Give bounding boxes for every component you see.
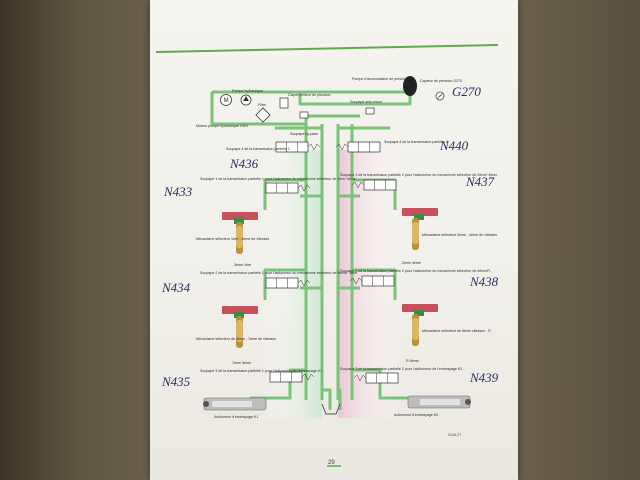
pump-arrow-icon [243, 96, 249, 101]
label-soupape3-t2: Soupape 3 de la transmission partielle 2… [340, 367, 463, 371]
valve-n435 [269, 371, 315, 383]
valve-n434 [265, 277, 311, 289]
label-soupape-bypass: Soupape by-pass [290, 132, 318, 136]
label-soupape4-t2: Soupape 4 de la transmission partielle 2 [384, 140, 448, 144]
label-act-k1: Actionneur d'embrayage K1 [214, 415, 258, 419]
valve-n433 [265, 182, 311, 194]
valve-n436 [275, 141, 321, 153]
label-gear-3e-1re: 3ème 1ère [234, 263, 251, 267]
handwritten-n437: N437 [465, 174, 495, 189]
valve-n439 [353, 372, 399, 384]
label-soupape-anti-retour: Soupape anti-retour [350, 100, 383, 104]
label-moteur-pompe: Moteur pompe hydraulique V401 [196, 124, 248, 128]
filter-symbol [255, 107, 271, 123]
handwritten-n438: N438 [469, 274, 499, 289]
handwritten-n435: N435 [161, 374, 191, 389]
label-filtre: Filtre [258, 103, 266, 107]
label-gear-r-6e: R 6ème [406, 359, 419, 363]
valve-n438 [349, 275, 395, 287]
label-clapet: Clapet limiteur de pression [288, 93, 331, 97]
return-tank [321, 403, 341, 415]
selector-5-7 [222, 306, 258, 348]
hydraulic-lines [210, 90, 420, 410]
label-soupape3-t1: Soupape 3 de la transmission partielle 1… [200, 369, 323, 373]
valve-n437 [351, 179, 397, 191]
sensor-needle-icon [437, 93, 443, 99]
label-soupape4-t1: Soupape 4 de la transmission partielle 1 [226, 147, 290, 151]
handwritten-n436: N436 [229, 156, 259, 171]
check-valve-symbol [365, 107, 375, 115]
selector-2-4 [402, 208, 438, 250]
motor-symbol [220, 94, 232, 106]
label-meca-1-3: Mécanisme sélecteur 1ère - 3ème de vites… [196, 237, 270, 241]
label-capteur: Capteur de pression G270 [420, 79, 462, 83]
valve-n440 [335, 141, 381, 153]
label-gear-7e-5e: 7ème 5ème [232, 361, 251, 365]
selector-1-3 [222, 212, 258, 254]
handwritten-n440: N440 [439, 138, 469, 153]
page-number: 29 [328, 460, 335, 466]
accumulator-symbol [403, 76, 417, 96]
label-accumulateur: Pompe d'accumulation de pression [352, 77, 408, 81]
header-rule [155, 44, 499, 53]
label-soupape1-t1: Soupape 1 de la transmission partielle 1… [200, 177, 357, 181]
clutch-actuator-k2 [407, 395, 471, 409]
clutch-actuator-k1 [203, 397, 267, 411]
label-gear-2e-4e: 2ème 4ème [402, 261, 421, 265]
label-soupape2-t1: Soupape 2 de la transmission partielle 1… [200, 271, 358, 275]
handwritten-n434: N434 [161, 280, 191, 295]
selector-6-r [402, 304, 438, 346]
label-act-k2: Actionneur d'embrayage K2 [394, 413, 438, 417]
handwritten-n433: N433 [163, 184, 193, 199]
label-pompe-hydraulique: Pompe hydraulique [232, 89, 263, 93]
handwritten-n439: N439 [469, 370, 499, 385]
motor-label-m: M [224, 98, 229, 104]
label-soupape2-t2: Soupape 2 de la transmission partielle 2… [340, 269, 491, 273]
label-soupape1-t2: Soupape 1 de la transmission partielle 2… [340, 173, 498, 177]
label-meca-5-7: Mécanisme sélecteur de 5ème - 7ème de vi… [196, 337, 276, 341]
bypass-valve-symbol [299, 111, 309, 119]
label-meca-2-4: Mécanisme sélecteur 2ème - 4ème de vites… [422, 233, 497, 237]
figure-code: 0126-27 [448, 433, 461, 437]
relief-valve-symbol [279, 97, 289, 109]
handwritten-g270: G270 [452, 84, 481, 99]
label-meca-6-r: Mécanisme sélecteur de 6ème vitesses - R [422, 329, 491, 333]
